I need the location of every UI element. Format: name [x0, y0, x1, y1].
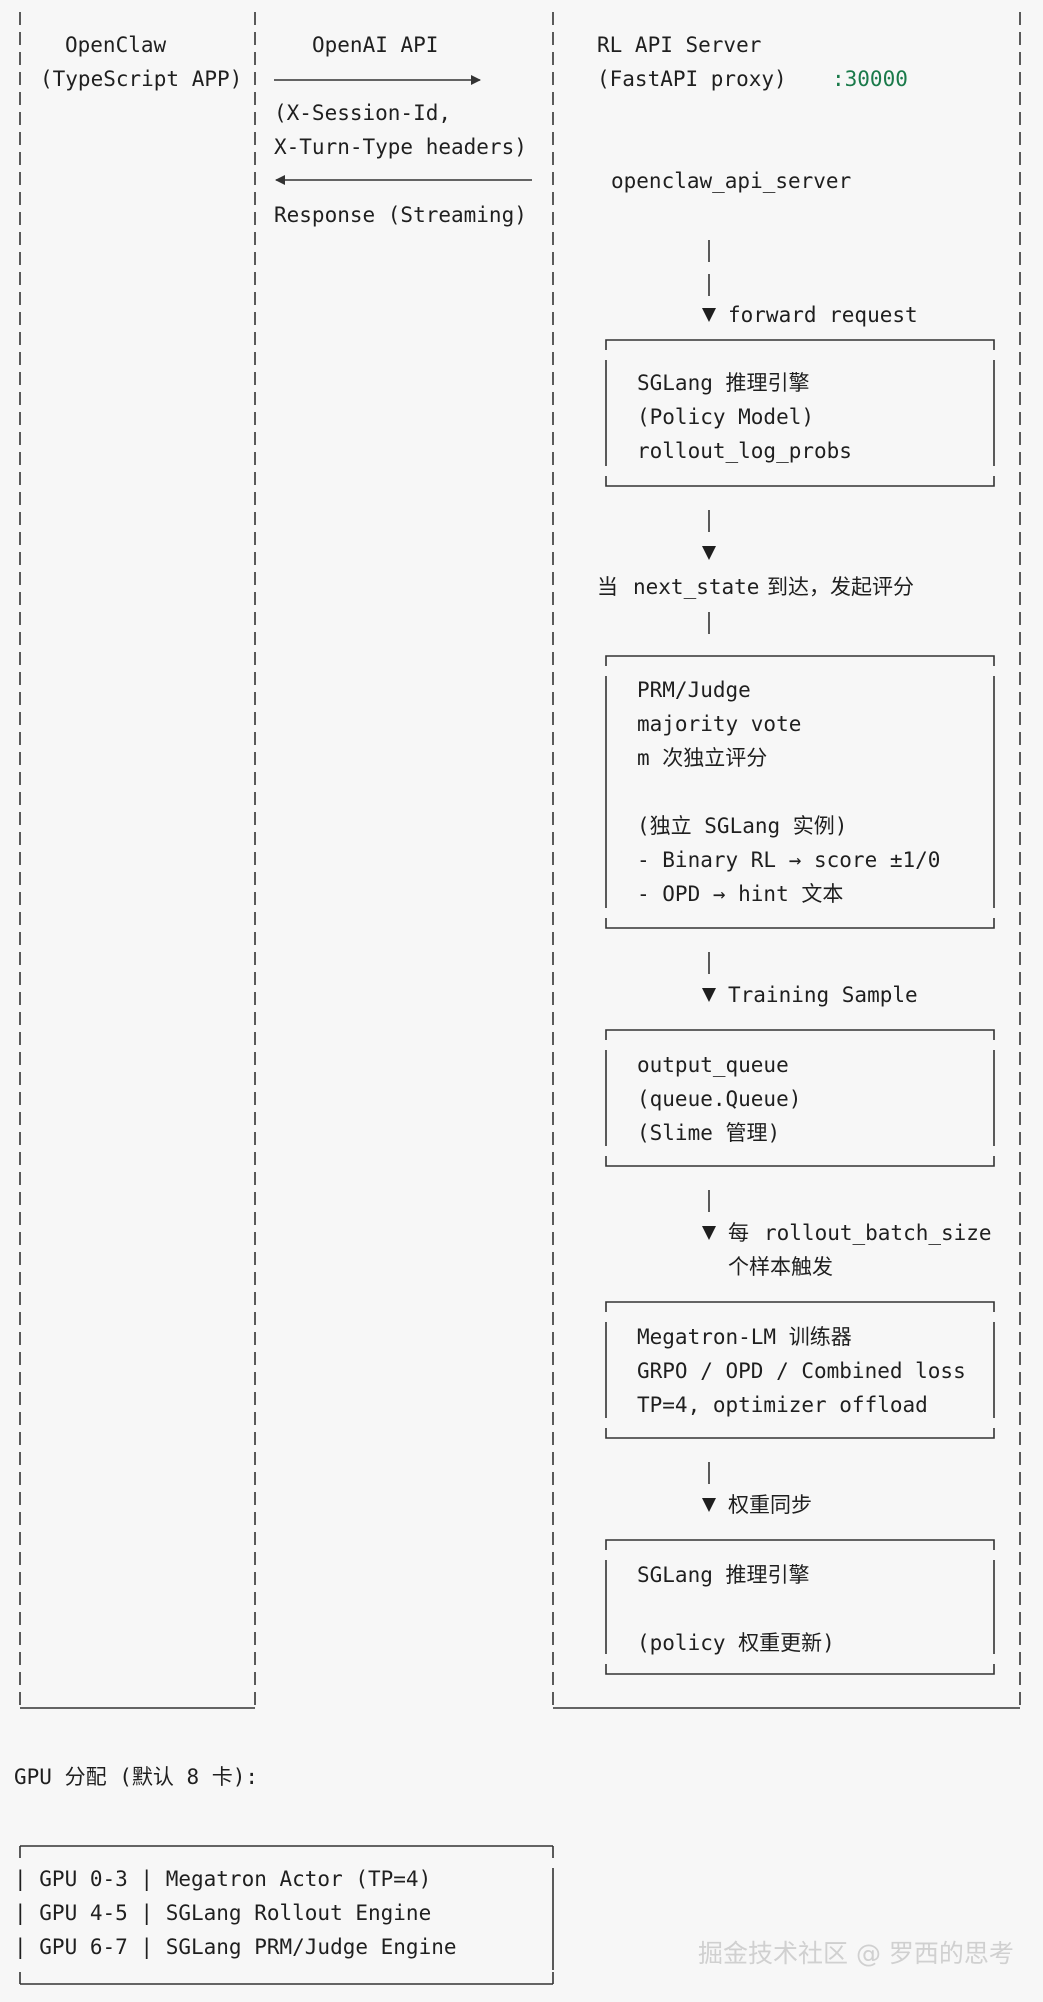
forward-label: forward request [728, 303, 918, 327]
request-label: OpenAI API [312, 33, 438, 57]
flow-batch-trigger: 每 rollout_batch_size 个样本触发 [702, 1190, 992, 1279]
down-arrow-icon [702, 546, 716, 560]
judge-line-1: PRM/Judge [637, 678, 751, 702]
sglang2-line-1: SGLang 推理引擎 [637, 1563, 810, 1587]
megatron-line-1: Megatron-LM 训练器 [637, 1325, 852, 1349]
gpu-row: | GPU 4-5 | SGLang Rollout Engine [14, 1901, 431, 1926]
sglang-line-3: rollout_log_probs [637, 439, 852, 463]
judge-line-2: majority vote [637, 712, 801, 736]
megatron-box-bottom [605, 1428, 995, 1439]
judge-line-3: m 次独立评分 [637, 746, 767, 770]
headers-line-1: (X-Session-Id, [274, 101, 451, 125]
flow-training-sample: Training Sample [702, 952, 918, 1007]
flow-forward: forward request [702, 240, 918, 327]
megatron-line-2: GRPO / OPD / Combined loss [637, 1359, 966, 1383]
next-state-suffix: 到达，发起评分 [767, 575, 914, 599]
down-arrow-icon [702, 308, 716, 322]
queue-box-top [605, 1029, 995, 1040]
judge-line-4: (独立 SGLang 实例) [637, 814, 847, 838]
weight-sync-label: 权重同步 [728, 1493, 812, 1517]
flow-weight-sync: 权重同步 [702, 1462, 812, 1517]
openclaw-title: OpenClaw [65, 33, 167, 57]
batch-line-2: 个样本触发 [728, 1255, 833, 1279]
megatron-line-3: TP=4, optimizer offload [637, 1393, 928, 1417]
next-state-code: next_state [633, 575, 759, 599]
judge-box-top [605, 655, 995, 666]
judge-line-6: - OPD → hint 文本 [637, 882, 843, 906]
server-title: RL API Server [597, 33, 761, 57]
down-arrow-icon [702, 1498, 716, 1512]
down-arrow-icon [702, 1226, 716, 1240]
down-arrow-icon [702, 988, 716, 1002]
judge-line-5: - Binary RL → score ±1/0 [637, 848, 940, 872]
gpu-heading: GPU 分配 (默认 8 卡): [14, 1765, 258, 1789]
headers-line-2: X-Turn-Type headers) [274, 135, 527, 159]
gpu-row: | GPU 6-7 | SGLang PRM/Judge Engine [14, 1935, 457, 1960]
sglang-line-1: SGLang 推理引擎 [637, 371, 810, 395]
sglang2-line-2: (policy 权重更新) [637, 1631, 835, 1655]
sglang-updated-box: SGLang 推理引擎 (policy 权重更新) [605, 1539, 995, 1675]
openclaw-box: OpenClaw (TypeScript APP) [19, 12, 256, 1709]
sglang-policy-box: SGLang 推理引擎 (Policy Model) rollout_log_p… [605, 339, 995, 487]
server-subtitle: (FastAPI proxy) [597, 67, 787, 91]
openclaw-subtitle: (TypeScript APP) [40, 67, 242, 91]
next-state-prefix: 当 [597, 575, 618, 599]
sglang-line-2: (Policy Model) [637, 405, 814, 429]
queue-box-bottom [605, 1156, 995, 1167]
queue-box: output_queue (queue.Queue) (Slime 管理) [605, 1029, 995, 1167]
batch-prefix: 每 [728, 1221, 749, 1245]
sglang-box-top [605, 339, 995, 350]
connector: OpenAI API (X-Session-Id, X-Turn-Type he… [274, 33, 532, 227]
sglang-box-bottom [605, 476, 995, 487]
queue-line-1: output_queue [637, 1053, 789, 1077]
batch-code: rollout_batch_size [764, 1221, 992, 1245]
sglang2-box-bottom [605, 1664, 995, 1675]
rl-api-server-box: RL API Server (FastAPI proxy) :30000 ope… [552, 12, 1021, 1709]
gpu-allocation: GPU 分配 (默认 8 卡): | GPU 0-3 | Megatron Ac… [14, 1765, 554, 1985]
training-sample-label: Training Sample [728, 983, 918, 1007]
megatron-box: Megatron-LM 训练器 GRPO / OPD / Combined lo… [605, 1301, 995, 1439]
megatron-box-top [605, 1301, 995, 1312]
server-port: :30000 [832, 67, 908, 91]
sglang2-box-top [605, 1539, 995, 1550]
gpu-row: | GPU 0-3 | Megatron Actor (TP=4) [14, 1867, 431, 1892]
flow-next-state: 当 next_state 到达，发起评分 [597, 510, 914, 634]
judge-box-bottom [605, 918, 995, 929]
queue-line-2: (queue.Queue) [637, 1087, 801, 1111]
watermark: 掘金技术社区 @ 罗西的思考 [698, 1939, 1014, 1968]
judge-box: PRM/Judge majority vote m 次独立评分 (独立 SGLa… [605, 655, 995, 929]
response-label: Response (Streaming) [274, 203, 527, 227]
server-module: openclaw_api_server [611, 169, 851, 193]
queue-line-3: (Slime 管理) [637, 1121, 780, 1145]
